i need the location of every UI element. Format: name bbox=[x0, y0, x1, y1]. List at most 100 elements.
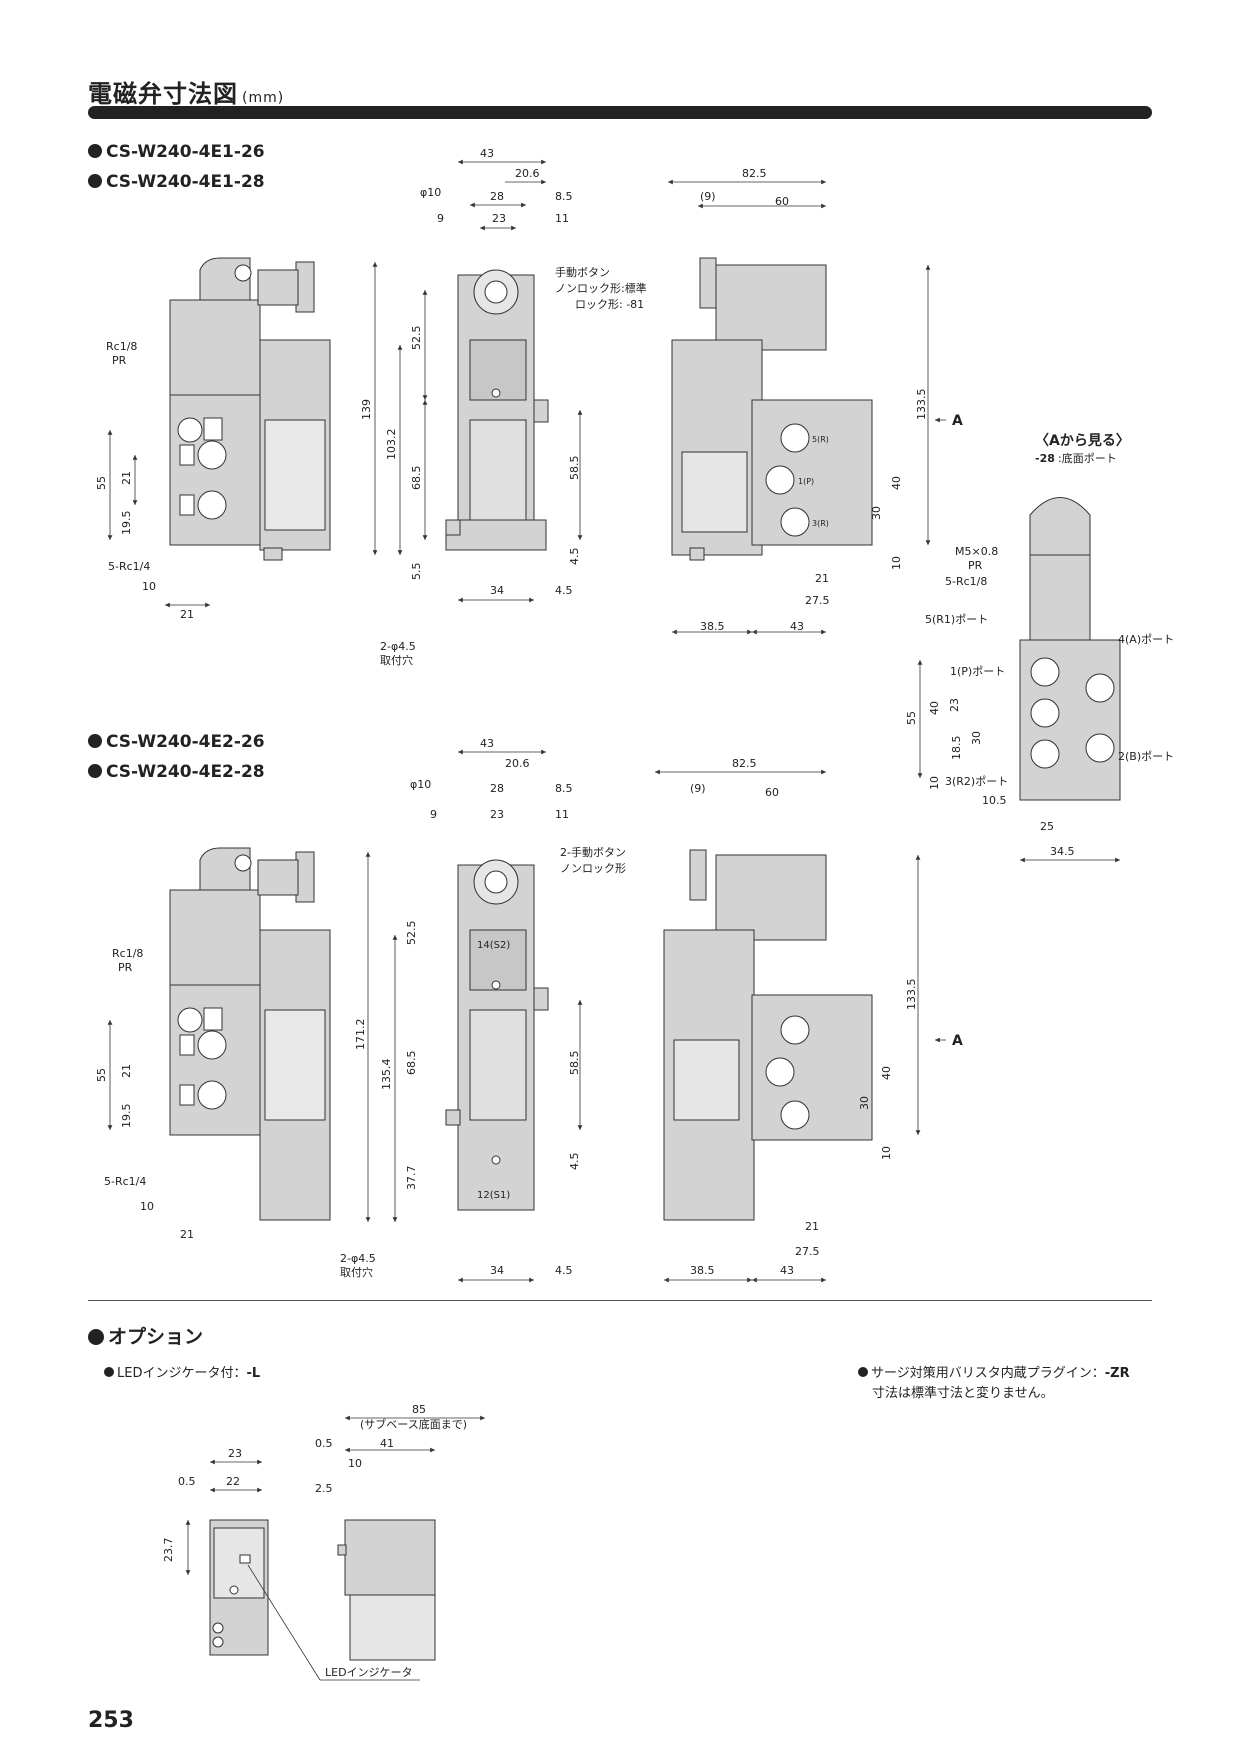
bv-dim-10-5: 10.5 bbox=[982, 794, 1007, 807]
opt-dim-41: 41 bbox=[380, 1437, 394, 1450]
bottom-view-code: -28 bbox=[1035, 452, 1055, 465]
page-number: 253 bbox=[88, 1708, 134, 1733]
right-dim-10-1: 10 bbox=[890, 556, 903, 570]
dim-20-6-2: 20.6 bbox=[505, 757, 530, 770]
opt-dim-85: 85 bbox=[412, 1403, 426, 1416]
dim-phi10-1: φ10 bbox=[420, 186, 441, 199]
bottom-view bbox=[1019, 497, 1121, 801]
right-dim-60-2: 60 bbox=[765, 786, 779, 799]
side-dim-10-1: 10 bbox=[142, 580, 156, 593]
led-indicator-label: LEDインジケータ bbox=[325, 1666, 413, 1679]
bv-label-p: 1(P)ポート bbox=[950, 665, 1005, 678]
page-title: 電磁弁寸法図(mm) bbox=[88, 80, 285, 108]
title-rule bbox=[88, 106, 1152, 119]
opt-dim-0-5: 0.5 bbox=[178, 1475, 196, 1488]
manual-button-1: 手動ボタン bbox=[555, 265, 610, 279]
side-dim-21-2: 21 bbox=[120, 1064, 133, 1078]
dim-4-5b-2: 4.5 bbox=[555, 1264, 573, 1277]
model-heading-2b: CS-W240-4E2-28 bbox=[88, 762, 265, 782]
bv-label-m5: M5×0.8 bbox=[955, 545, 998, 558]
bv-label-a: 4(A)ポート bbox=[1118, 633, 1174, 646]
bv-dim-30: 30 bbox=[970, 731, 983, 745]
mount-holes-label-2: 取付穴 bbox=[340, 1265, 373, 1279]
dim-23-2: 23 bbox=[490, 808, 504, 821]
dim-phi10-2: φ10 bbox=[410, 778, 431, 791]
model-heading-2a: CS-W240-4E2-26 bbox=[88, 732, 265, 752]
right-dim-133-5-1: 133.5 bbox=[915, 389, 928, 421]
dim-58-5-2: 58.5 bbox=[568, 1051, 581, 1076]
dim-5-5-1: 5.5 bbox=[410, 563, 423, 581]
front-view-1 bbox=[445, 269, 549, 551]
side-port-side-1: 5-Rc1/4 bbox=[108, 560, 150, 573]
bv-dim-55: 55 bbox=[905, 711, 918, 725]
right-dim-40-1: 40 bbox=[890, 476, 903, 490]
mount-holes-2: 2-φ4.5 bbox=[340, 1252, 376, 1265]
side-dim-19-5-2: 19.5 bbox=[120, 1104, 133, 1129]
options-heading: オプション bbox=[88, 1322, 203, 1349]
dim-43-1: 43 bbox=[480, 147, 494, 160]
side-dim-21b-2: 21 bbox=[180, 1228, 194, 1241]
mount-holes-1: 2-φ4.5 bbox=[380, 640, 416, 653]
bv-label-b: 2(B)ポート bbox=[1118, 750, 1174, 763]
bottom-view-subtitle: :底面ポート bbox=[1058, 451, 1117, 465]
right-dim-9-1: (9) bbox=[700, 190, 716, 203]
right-dim-27-5-1: 27.5 bbox=[805, 594, 830, 607]
opt-dim-23: 23 bbox=[228, 1447, 242, 1460]
manual-nonlock-2: ノンロック形 bbox=[560, 862, 626, 875]
arrow-a-2: A bbox=[952, 1033, 963, 1049]
solenoid-bottom: 12(S1) bbox=[477, 1190, 510, 1201]
right-dim-27-5-2: 27.5 bbox=[795, 1245, 820, 1258]
side-dim-55-1: 55 bbox=[95, 476, 108, 490]
dim-8-5-1: 8.5 bbox=[555, 190, 573, 203]
port-5r-1: 5(R) bbox=[812, 435, 829, 444]
right-dim-82-5-2: 82.5 bbox=[732, 757, 757, 770]
right-dim-21-2: 21 bbox=[805, 1220, 819, 1233]
bv-label-r2: 3(R2)ポート bbox=[945, 775, 1008, 788]
dim-34-1: 34 bbox=[490, 584, 504, 597]
dim-4-5b-1: 4.5 bbox=[555, 584, 573, 597]
arrow-a-1: A bbox=[952, 413, 963, 429]
dim-28-2: 28 bbox=[490, 782, 504, 795]
bv-dim-10: 10 bbox=[928, 776, 941, 790]
mount-holes-label-1: 取付穴 bbox=[380, 653, 413, 667]
right-view-2 bbox=[663, 849, 873, 1221]
side-dim-10-2: 10 bbox=[140, 1200, 154, 1213]
model-heading-1a: CS-W240-4E1-26 bbox=[88, 142, 265, 162]
right-view-1 bbox=[671, 257, 873, 561]
dim-8-5-2: 8.5 bbox=[555, 782, 573, 795]
right-dim-43-2: 43 bbox=[780, 1264, 794, 1277]
dim-20-6-1: 20.6 bbox=[515, 167, 540, 180]
right-dim-30-1: 30 bbox=[870, 506, 883, 520]
dim-52-5-2: 52.5 bbox=[405, 921, 418, 946]
bv-dim-18-5: 18.5 bbox=[950, 736, 963, 761]
opt-dim-10: 10 bbox=[348, 1457, 362, 1470]
surge-option: サージ対策用バリスタ内蔵プラグイン：-ZR bbox=[858, 1362, 1130, 1381]
dim-37-7: 37.7 bbox=[405, 1166, 418, 1191]
side-port-top-2: Rc1/8 bbox=[112, 947, 143, 960]
dim-9-2: 9 bbox=[430, 808, 437, 821]
bv-dim-34-5: 34.5 bbox=[1050, 845, 1075, 858]
right-dim-21-1: 21 bbox=[815, 572, 829, 585]
dim-103-2-1: 103.2 bbox=[385, 429, 398, 461]
bv-label-r1: 5(R1)ポート bbox=[925, 613, 988, 626]
option-side-view bbox=[337, 1519, 436, 1661]
port-3r-1: 3(R) bbox=[812, 519, 829, 528]
solenoid-top: 14(S2) bbox=[477, 940, 510, 951]
dim-9-1: 9 bbox=[437, 212, 444, 225]
dim-34-2: 34 bbox=[490, 1264, 504, 1277]
side-dim-19-5-1: 19.5 bbox=[120, 511, 133, 536]
opt-dim-85-note: (サブベース底面まで) bbox=[360, 1417, 467, 1431]
dim-139-1: 139 bbox=[360, 399, 373, 420]
right-dim-133-5-2: 133.5 bbox=[905, 979, 918, 1011]
right-dim-40-2: 40 bbox=[880, 1066, 893, 1080]
right-dim-82-5-1: 82.5 bbox=[742, 167, 767, 180]
right-dim-9-2: (9) bbox=[690, 782, 706, 795]
side-port-top2-1: PR bbox=[112, 354, 127, 367]
bv-dim-40: 40 bbox=[928, 701, 941, 715]
bv-label-pr: PR bbox=[968, 559, 983, 572]
opt-dim-23-7: 23.7 bbox=[162, 1538, 175, 1563]
option-front-view bbox=[209, 1519, 269, 1656]
side-dim-21b-1: 21 bbox=[180, 608, 194, 621]
led-option: LEDインジケータ付：-L bbox=[104, 1362, 260, 1381]
